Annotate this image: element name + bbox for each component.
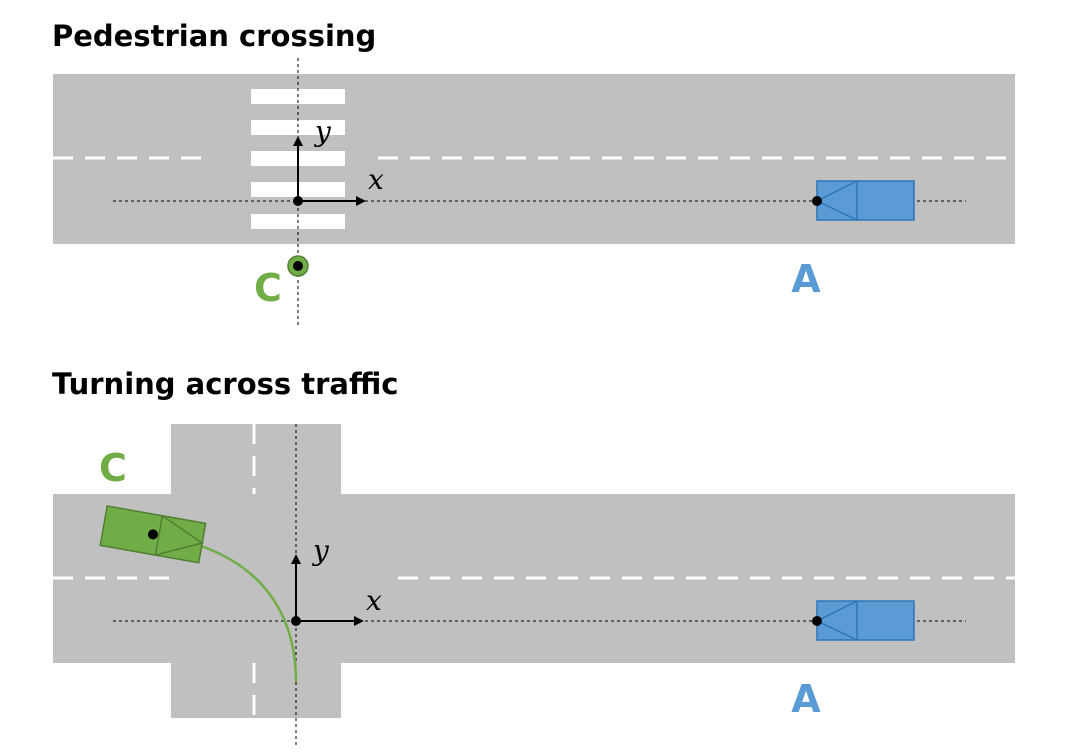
- origin-point: [293, 196, 303, 206]
- x-axis-label: x: [366, 584, 382, 617]
- turning-path: [197, 543, 298, 683]
- agent-c-label: C: [254, 266, 282, 310]
- x-axis-label: x: [368, 163, 384, 196]
- y-axis-label: y: [311, 534, 330, 567]
- vehicle-c: [99, 505, 207, 564]
- agent-a-label: A: [791, 677, 821, 721]
- scenario-title: Turning across traffic: [52, 367, 399, 401]
- agent-c-label: C: [99, 446, 127, 490]
- scenario-pedestrian-crossing: Pedestrian crossing y x A: [52, 19, 1015, 326]
- vehicle-a: [812, 600, 915, 641]
- scenario-title: Pedestrian crossing: [52, 19, 376, 53]
- scenario-turning-across-traffic: Turning across traffic y x A: [52, 367, 1015, 745]
- agent-a-label: A: [791, 257, 821, 301]
- pedestrian-c: [287, 255, 309, 277]
- origin-point: [291, 616, 301, 626]
- y-axis-label: y: [313, 115, 332, 148]
- road: [53, 424, 1015, 718]
- vehicle-a: [812, 180, 915, 221]
